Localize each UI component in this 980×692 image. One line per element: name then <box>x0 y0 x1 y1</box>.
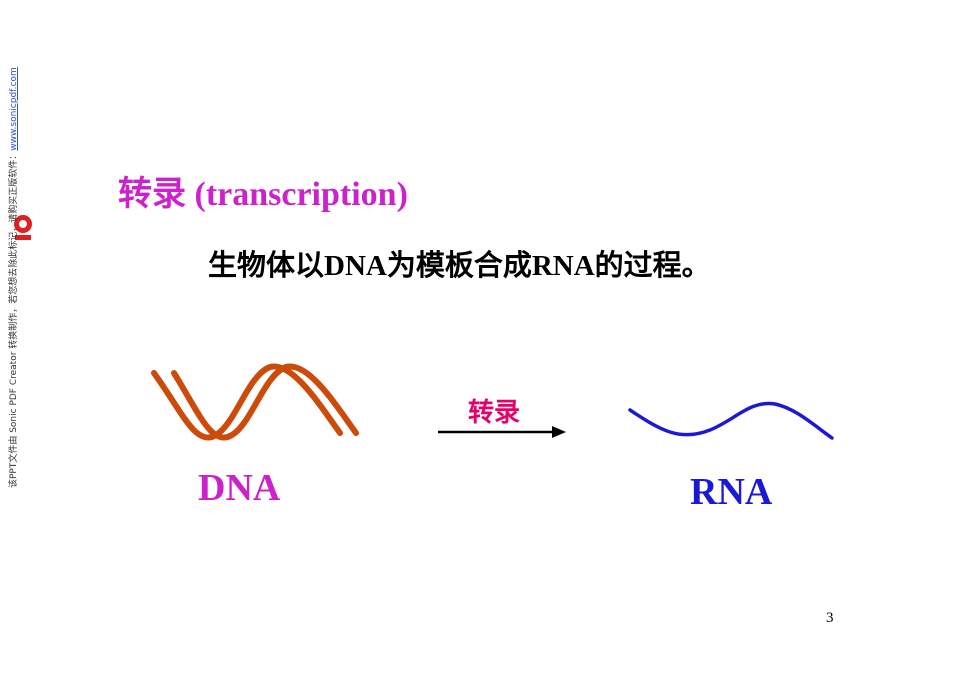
dna-strand-2 <box>171 363 359 441</box>
dna-strand-1 <box>151 363 343 441</box>
right-arrow-icon <box>438 426 566 438</box>
page-number: 3 <box>826 610 834 626</box>
watermark-line: 该PPT文件由 Sonic PDF Creator 转换制作，若您想去除此标记，… <box>9 150 19 488</box>
arrow-label: 转录 <box>468 398 521 427</box>
single-strand-wave-icon <box>628 401 834 440</box>
watermark-link[interactable]: www.sonicpdf.com <box>9 67 19 151</box>
sonic-logo-icon <box>14 215 32 240</box>
definition-text: 生物体以DNA为模板合成RNA的过程。 <box>208 250 711 282</box>
watermark-text: 该PPT文件由 Sonic PDF Creator 转换制作，若您想去除此标记，… <box>6 67 19 488</box>
rna-strand <box>628 401 834 440</box>
slide-title: 转录 (transcription) <box>118 176 408 213</box>
dna-label: DNA <box>198 467 281 509</box>
rna-label: RNA <box>690 471 773 513</box>
double-helix-icon <box>151 363 359 441</box>
